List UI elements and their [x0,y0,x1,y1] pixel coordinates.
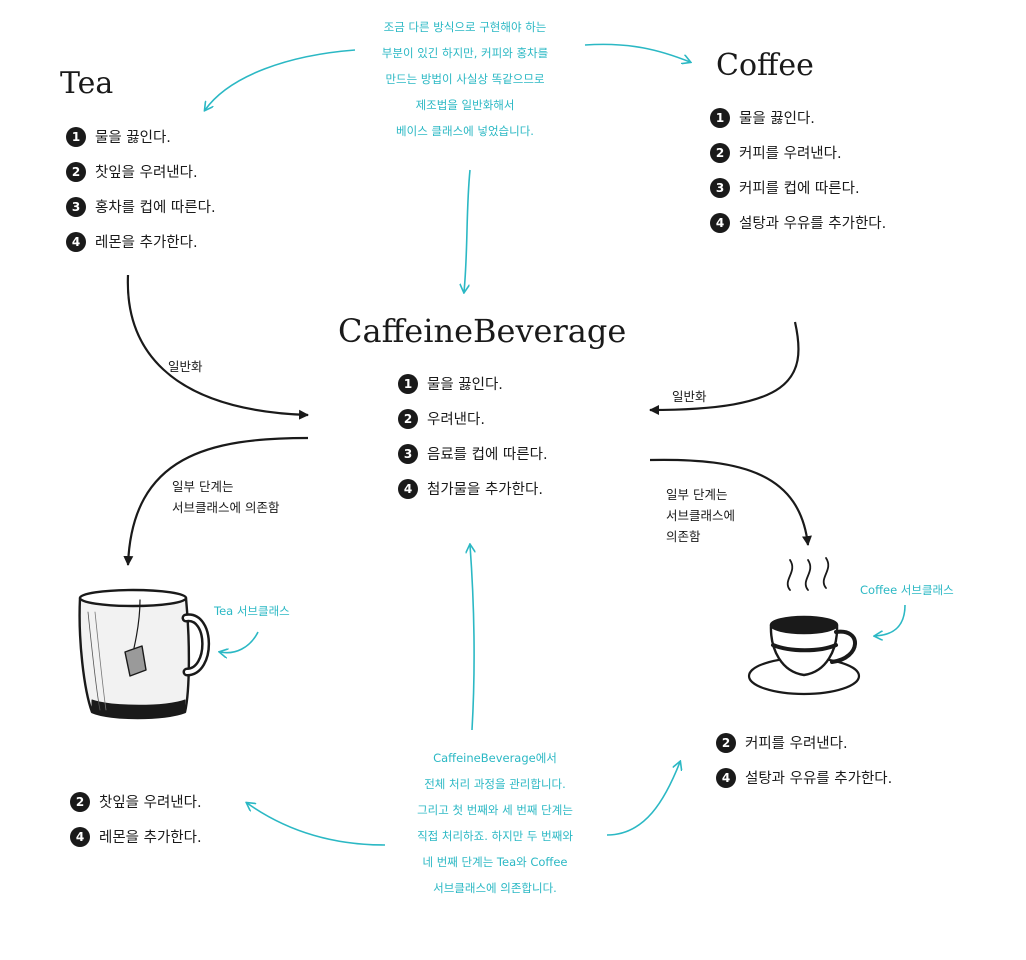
caffeine-step-3: 3 음료를 컵에 따른다. [398,436,548,471]
coffee-step-1: 1 물을 끓인다. [710,100,886,135]
step-text: 물을 끓인다. [739,111,815,127]
coffee-title: Coffee [716,48,814,83]
step-text: 레몬을 추가한다. [95,235,198,251]
coffee-step-list: 1 물을 끓인다. 2 커피를 우려낸다. 3 커피를 컵에 따른다. 4 설탕과 우유… [710,100,886,240]
step-text: 찻잎을 우려낸다. [99,795,202,811]
caffeine-beverage-title: CaffeineBeverage [338,312,627,350]
step-number-badge: 4 [710,212,730,233]
arrow-coffee-generalize [649,321,800,415]
arrow-coffee-sub-label [875,604,906,636]
generalize-right-label: 일반화 [672,389,707,404]
step-text: 커피를 컵에 따른다. [739,181,860,197]
step-number-badge: 3 [710,177,730,198]
coffee-step-4: 4 설탕과 우유를 추가한다. [710,205,886,240]
tea-subclass-step-list: 2 찻잎을 우려낸다. 4 레몬을 추가한다. [70,784,202,854]
step-number-badge: 3 [398,443,418,464]
step-text: 커피를 우려낸다. [745,736,848,752]
step-text: 물을 끓인다. [427,377,503,393]
depend-left-label: 일부 단계는 서브클래스에 의존함 [172,479,280,515]
tea-step-3: 3 홍차를 컵에 따른다. [66,189,216,224]
arrow-caffeine-to-coffee [649,458,812,546]
step-text: 커피를 우려낸다. [739,146,842,162]
step-number-badge: 4 [716,767,736,788]
arrow-note-to-tea [205,49,356,110]
top-annotation-note: 조금 다른 방식으로 구현해야 하는 부분이 있긴 하지만, 커피와 홍차를 만… [381,20,549,138]
tea-step-list: 1 물을 끓인다. 2 찻잎을 우려낸다. 3 홍차를 컵에 따른다. 4 레몬을 추가… [66,119,216,259]
coffee-cup-icon [747,557,861,696]
step-number-badge: 2 [398,408,418,429]
coffee-subclass-label: Coffee 서브클래스 [860,583,954,597]
step-number-badge: 4 [66,231,86,252]
caffeine-step-1: 1 물을 끓인다. [398,366,548,401]
caffeine-step-4: 4 첨가물을 추가한다. [398,471,548,506]
tea-mug-icon [78,588,211,720]
step-number-badge: 2 [716,732,736,753]
depend-right-label: 일부 단계는 서브클래스에 의존함 [666,487,736,544]
coffee-subclass-step-list: 2 커피를 우려낸다. 4 설탕과 우유를 추가한다. [716,725,892,795]
bottom-annotation-note: CaffeineBeverage에서 전체 처리 과정을 관리합니다. 그리고 … [417,751,573,895]
step-number-badge: 1 [710,107,730,128]
arrow-note-to-coffee [584,43,690,62]
arrow-note-to-caffeine [464,169,471,292]
step-text: 음료를 컵에 따른다. [427,447,548,463]
tea-step-1: 1 물을 끓인다. [66,119,216,154]
step-number-badge: 4 [398,478,418,499]
coffee-step-2: 2 커피를 우려낸다. [710,135,886,170]
step-number-badge: 2 [66,161,86,182]
step-number-badge: 1 [66,126,86,147]
caffeine-step-list: 1 물을 끓인다. 2 우려낸다. 3 음료를 컵에 따른다. 4 첨가물을 추가한다. [398,366,548,506]
caffeine-step-2: 2 우려낸다. [398,401,548,436]
step-text: 물을 끓인다. [95,130,171,146]
tea-subclass-step-4: 4 레몬을 추가한다. [70,819,202,854]
arrow-caffeine-to-tea [123,436,309,566]
tea-subclass-step-2: 2 찻잎을 우려낸다. [70,784,202,819]
step-number-badge: 2 [710,142,730,163]
step-text: 찻잎을 우려낸다. [95,165,198,181]
arrow-tea-sub-label [220,631,259,653]
coffee-step-3: 3 커피를 컵에 따른다. [710,170,886,205]
coffee-subclass-step-4: 4 설탕과 우유를 추가한다. [716,760,892,795]
step-text: 설탕과 우유를 추가한다. [745,771,893,787]
step-number-badge: 1 [398,373,418,394]
step-number-badge: 3 [66,196,86,217]
tea-step-4: 4 레몬을 추가한다. [66,224,216,259]
generalize-left-label: 일반화 [168,359,203,374]
arrow-bottom-note-up [470,545,474,731]
arrow-bottom-note-to-coffee-sub [606,762,680,836]
tea-subclass-label: Tea 서브클래스 [214,604,290,618]
step-text: 홍차를 컵에 따른다. [95,200,216,216]
tea-title: Tea [60,66,114,101]
coffee-subclass-step-2: 2 커피를 우려낸다. [716,725,892,760]
step-number-badge: 2 [70,791,90,812]
step-text: 첨가물을 추가한다. [427,482,543,498]
step-text: 우려낸다. [427,412,485,428]
step-number-badge: 4 [70,826,90,847]
arrow-tea-generalize [126,274,309,420]
step-text: 설탕과 우유를 추가한다. [739,216,887,232]
step-text: 레몬을 추가한다. [99,830,202,846]
tea-step-2: 2 찻잎을 우려낸다. [66,154,216,189]
arrow-bottom-note-to-tea-sub [247,803,386,846]
